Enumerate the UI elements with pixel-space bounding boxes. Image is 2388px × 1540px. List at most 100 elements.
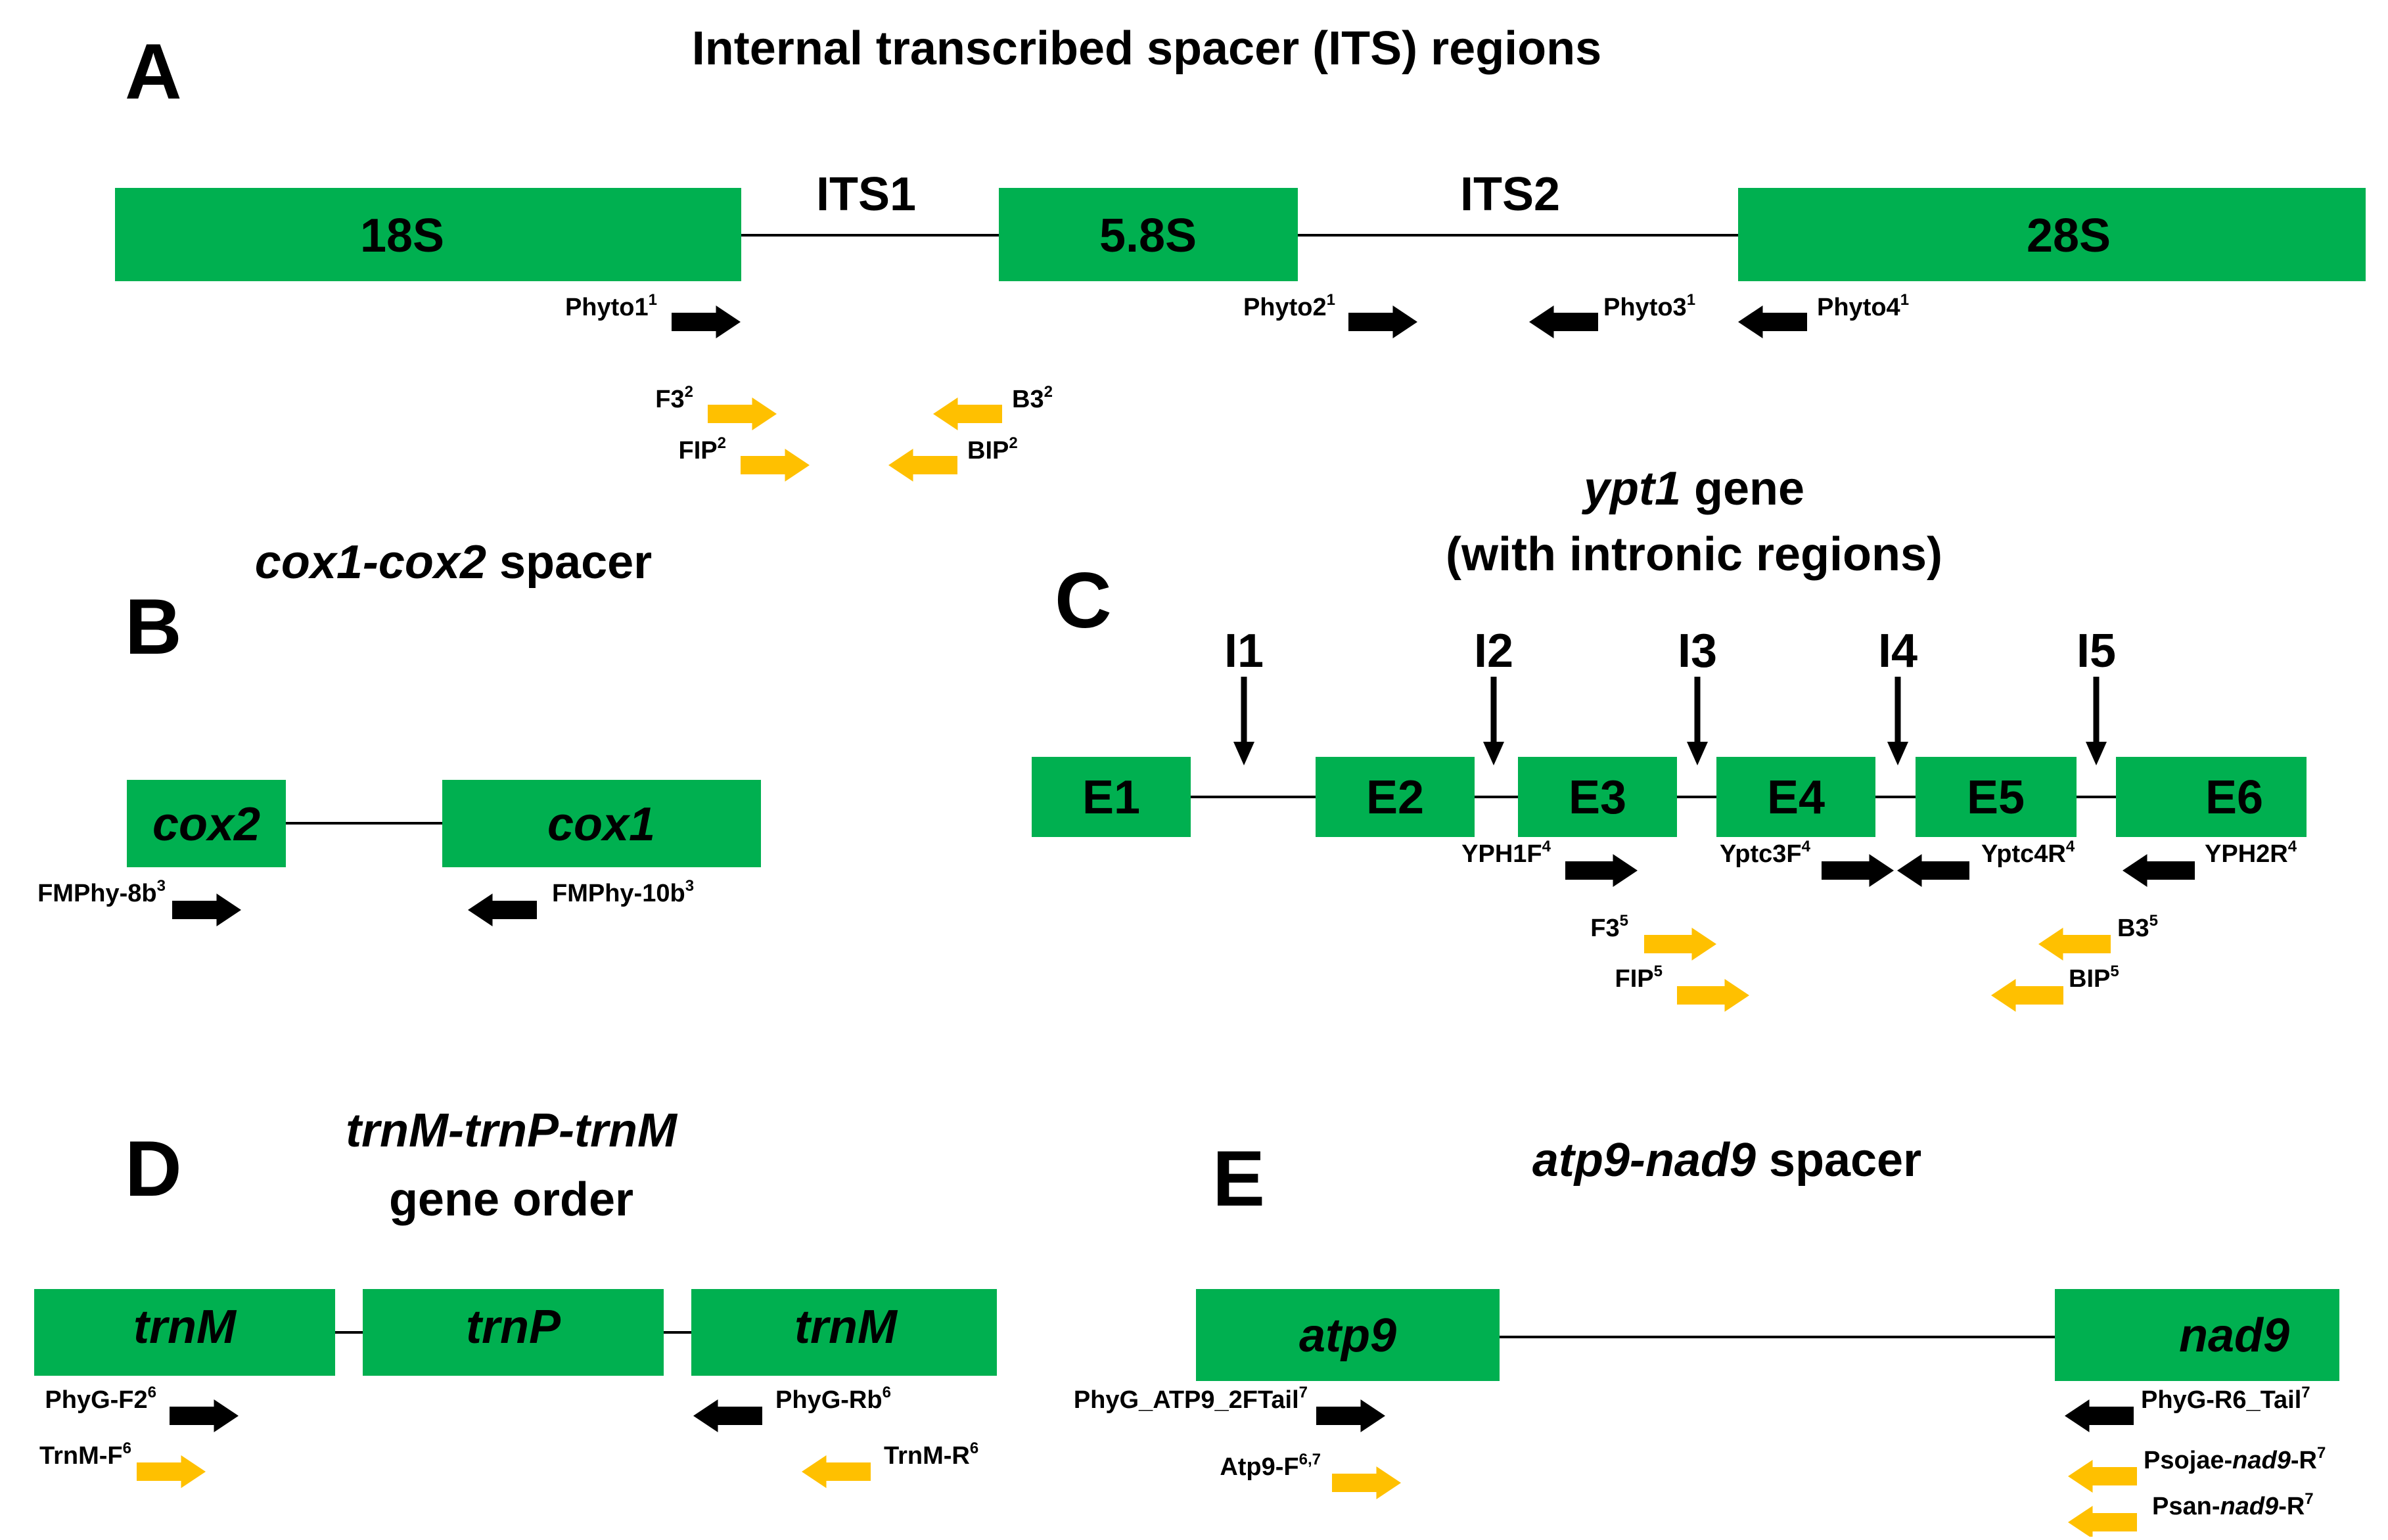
panel-e-title: atp9-nad9 spacer <box>1532 1134 1921 1187</box>
intron-i5-label: I5 <box>2077 625 2116 677</box>
segment-cox1-label: cox1 <box>547 798 655 851</box>
label-a-fip: FIP2 <box>679 434 726 464</box>
primer-arrow-shape <box>1529 306 1598 338</box>
primer-arrow-shape <box>1677 979 1749 1012</box>
segment-trnm-left <box>34 1289 335 1376</box>
panel-letter-a: A <box>125 28 182 116</box>
arrow-fmphy-10b <box>468 894 537 926</box>
intron-arrow-head <box>1233 742 1254 765</box>
primer-arrow-shape <box>708 397 777 430</box>
segment-cox2 <box>127 780 286 867</box>
segment-atp9-label: atp9 <box>1299 1309 1396 1362</box>
segment-trnp <box>363 1289 664 1376</box>
primer-arrow-shape <box>741 449 810 482</box>
panel-c-title: ypt1 gene <box>1582 463 1804 515</box>
arrow-yph2r <box>2123 854 2195 887</box>
label-a-b3: B32 <box>1012 383 1053 413</box>
label-fmphy-10b: FMPhy-10b3 <box>552 877 694 907</box>
segment-18s-label: 18S <box>360 210 444 262</box>
intron-i1-arrow <box>1233 677 1254 765</box>
primer-arrow-shape <box>1332 1466 1401 1499</box>
primer-arrow-shape <box>672 306 741 338</box>
primer-arrow-shape <box>137 1455 206 1488</box>
primer-arrow-shape <box>1991 979 2063 1012</box>
segment-e5 <box>1916 757 2077 837</box>
primer-arrow-shape <box>933 397 1002 430</box>
primer-arrow-shape <box>2068 1506 2137 1539</box>
arrow-a-bip <box>888 449 957 482</box>
arrow-phyg-r6-tail <box>2065 1399 2134 1432</box>
arrow-c-b3 <box>2038 928 2111 961</box>
label-phyg-rb: PhyG-Rb6 <box>775 1384 891 1414</box>
arrow-atp9-f <box>1332 1466 1401 1499</box>
segment-e3-label: E3 <box>1569 771 1626 824</box>
arrow-c-bip <box>1991 979 2063 1012</box>
label-a-bip: BIP2 <box>967 434 1018 464</box>
panel-letter-e: E <box>1212 1135 1265 1223</box>
segment-e5-label: E5 <box>1967 771 2025 824</box>
primer-arrow-shape <box>2065 1399 2134 1432</box>
segment-atp9 <box>1196 1289 1500 1381</box>
segment-cox1 <box>442 780 761 867</box>
label-fmphy-8b: FMPhy-8b3 <box>37 877 166 907</box>
label-yph2r: YPH2R4 <box>2205 838 2297 868</box>
segment-e4-label: E4 <box>1767 771 1825 824</box>
label-psojae-nad9-r: Psojae-nad9-R7 <box>2144 1444 2326 1474</box>
intron-i3-label: I3 <box>1678 625 1717 677</box>
label-atp9-f: Atp9-F6,7 <box>1220 1451 1321 1481</box>
primer-arrow-shape <box>1822 854 1894 887</box>
panel-a: A Internal transcribed spacer (ITS) regi… <box>115 22 2366 482</box>
arrow-phyto2 <box>1348 306 1417 338</box>
intron-arrow-head <box>1483 742 1504 765</box>
panel-d-title-line2: gene order <box>389 1173 633 1226</box>
arrow-a-f3 <box>708 397 777 430</box>
intron-i5-arrow <box>2086 677 2107 765</box>
segment-trnm-right-label: trnM <box>794 1301 898 1353</box>
intron-i2-label: I2 <box>1474 625 1513 677</box>
arrow-phyg-atp9-2ftail <box>1316 1399 1385 1432</box>
label-phyto3: Phyto31 <box>1603 291 1695 321</box>
segment-e6-label: E6 <box>2205 771 2263 824</box>
primer-arrow-shape <box>1348 306 1417 338</box>
arrow-yptc3f <box>1822 854 1894 887</box>
segment-e4 <box>1716 757 1875 837</box>
arrow-c-fip <box>1677 979 1749 1012</box>
arrow-a-b3 <box>933 397 1002 430</box>
panel-letter-d: D <box>125 1125 182 1213</box>
primer-arrow-shape <box>1565 854 1638 887</box>
segment-28s <box>1738 188 2366 281</box>
primer-arrow-shape <box>1316 1399 1385 1432</box>
primer-arrow-shape <box>888 449 957 482</box>
label-phyto2: Phyto21 <box>1243 291 1335 321</box>
label-c-f3: F35 <box>1590 912 1628 942</box>
segment-cox2-label: cox2 <box>152 798 260 851</box>
segment-e6 <box>2116 757 2307 837</box>
arrow-psan-nad9-r <box>2068 1506 2137 1539</box>
panel-d: D trnM-trnP-trnM gene order trnM trnP tr… <box>34 1104 997 1488</box>
segment-5-8s-label: 5.8S <box>1099 210 1197 262</box>
segment-trnp-label: trnP <box>466 1301 561 1353</box>
label-trnm-r: TrnM-R6 <box>884 1439 978 1470</box>
label-a-f3: F32 <box>655 383 693 413</box>
segment-nad9-label: nad9 <box>2179 1309 2289 1362</box>
segment-e3 <box>1518 757 1677 837</box>
label-yph1f: YPH1F4 <box>1461 838 1551 868</box>
primer-arrow-shape <box>170 1399 239 1432</box>
label-yptc3f: Yptc3F4 <box>1720 838 1811 868</box>
segment-18s <box>115 188 741 281</box>
intron-arrow-head <box>2086 742 2107 765</box>
arrow-fmphy-8b <box>172 894 241 926</box>
label-phyto1: Phyto11 <box>565 291 657 321</box>
intron-i3-arrow <box>1687 677 1708 765</box>
arrow-phyg-rb <box>693 1399 762 1432</box>
arrow-phyto3 <box>1529 306 1598 338</box>
primer-arrow-shape <box>693 1399 762 1432</box>
arrow-phyto1 <box>672 306 741 338</box>
panel-b-title: cox1-cox2 spacer <box>255 536 652 589</box>
intron-arrow-head <box>1687 742 1708 765</box>
label-phyg-atp9-2ftail: PhyG_ATP9_2FTail7 <box>1074 1384 1308 1414</box>
arrow-a-fip <box>741 449 810 482</box>
intron-i4-arrow <box>1887 677 1908 765</box>
its1-label: ITS1 <box>816 168 916 221</box>
